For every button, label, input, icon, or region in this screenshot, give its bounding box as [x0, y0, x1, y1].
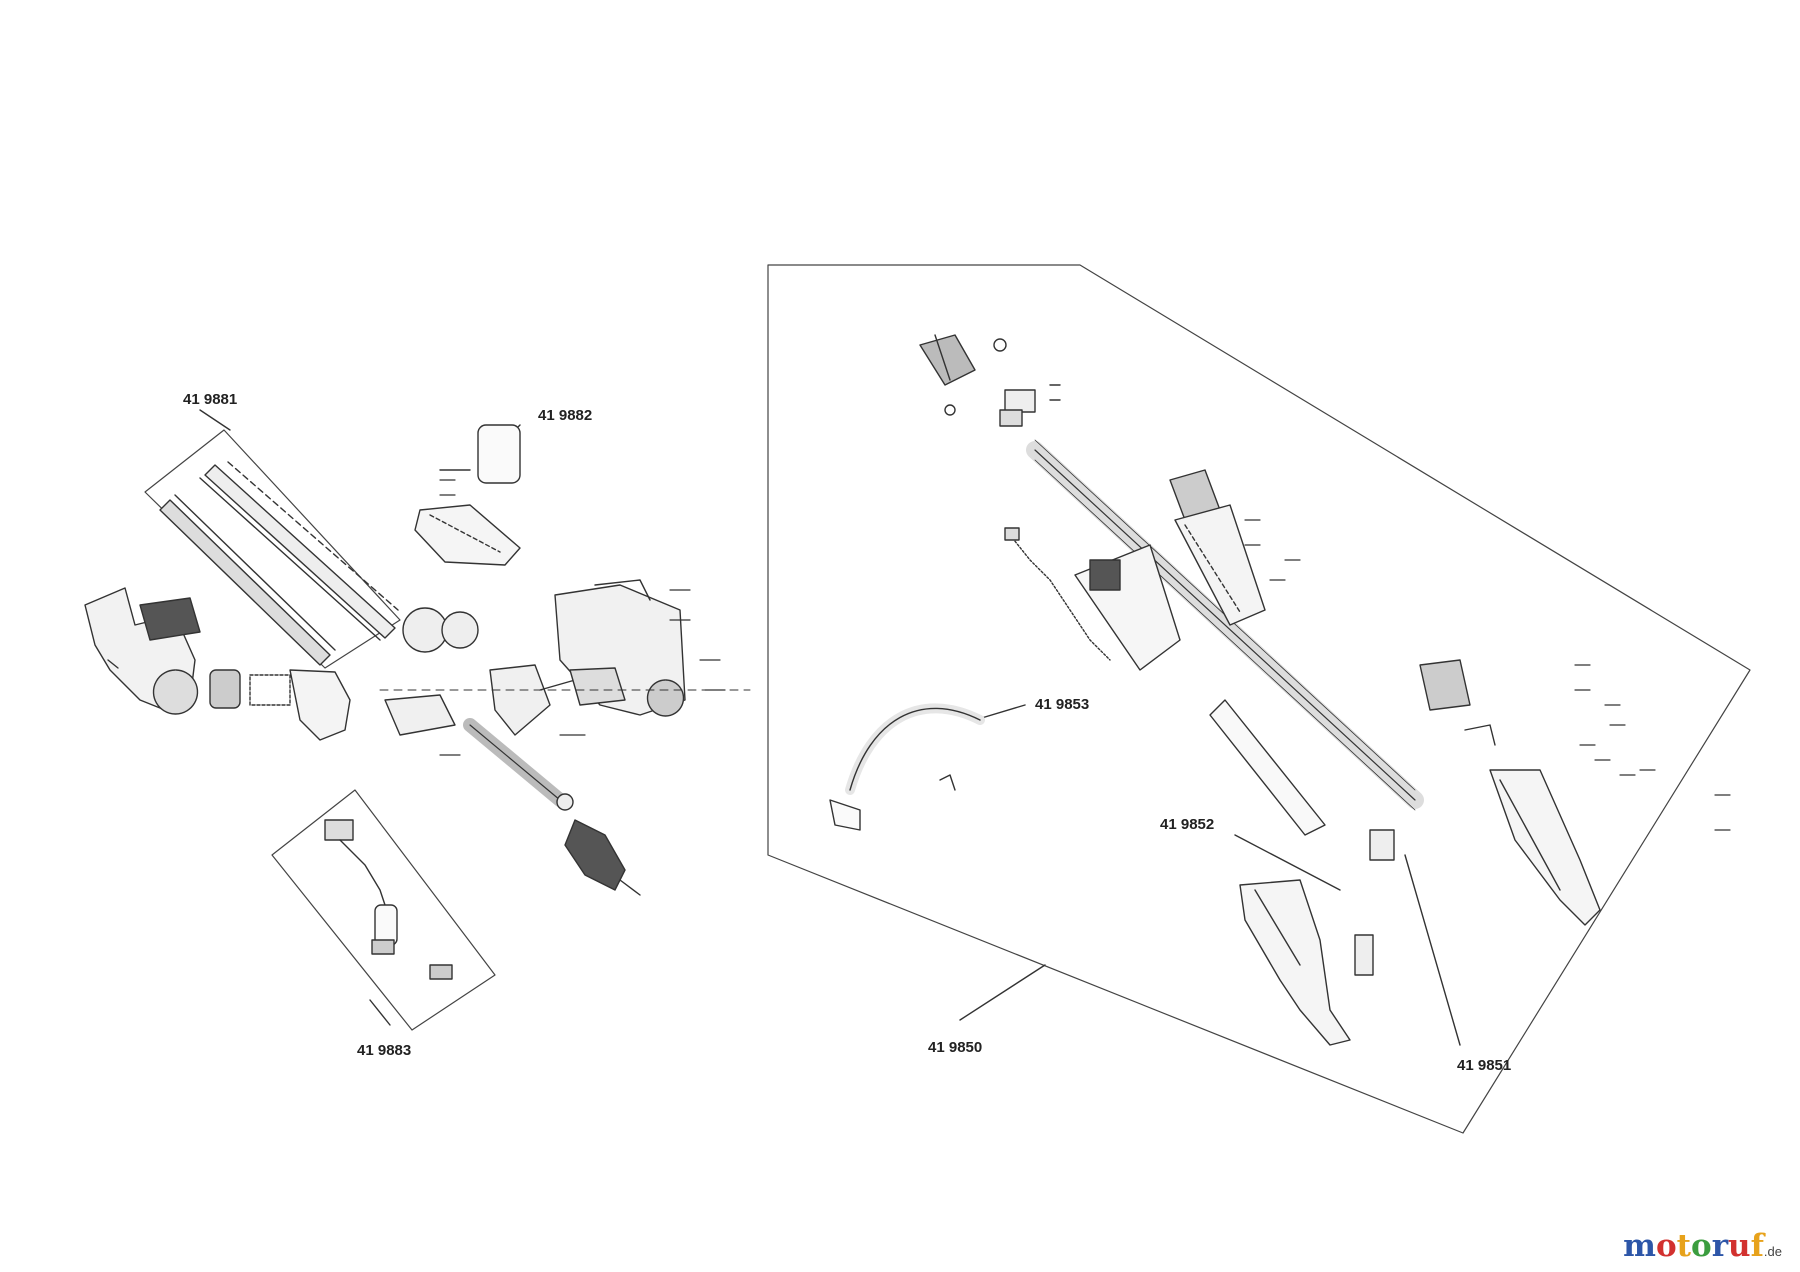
- connector-tube: [1074, 544, 1181, 671]
- sleeve-tube: [1209, 699, 1326, 836]
- cable-cord: [1004, 527, 1111, 661]
- handle-housing: [84, 587, 201, 715]
- watermark-letter: o: [1655, 1228, 1677, 1264]
- label-419853: 41 9853: [1035, 696, 1089, 713]
- screws-right: [1244, 519, 1731, 831]
- gearbox-housing: [414, 424, 521, 566]
- center-assembly: [379, 607, 751, 736]
- watermark-letter: f: [1750, 1228, 1764, 1264]
- small-parts-top: [944, 338, 1061, 427]
- watermark-letter: r: [1711, 1228, 1729, 1264]
- watermark-logo: motoruf.de: [1623, 1228, 1782, 1264]
- watermark-letter: t: [1676, 1228, 1691, 1264]
- watermark-letter: u: [1728, 1228, 1751, 1264]
- label-419850: 41 9850: [928, 1039, 982, 1056]
- hedge-blade: [159, 461, 399, 666]
- trigger-handle: [1239, 879, 1351, 1046]
- clip-parts: [1354, 659, 1496, 976]
- group-outline-419850: [767, 264, 1751, 1134]
- label-419851: 41 9851: [1457, 1057, 1511, 1074]
- extension-handle: [1174, 504, 1266, 626]
- drive-shaft: [463, 718, 574, 811]
- label-419883: 41 9883: [357, 1042, 411, 1059]
- screws-left: [439, 479, 726, 756]
- wiring-harness: [324, 819, 453, 980]
- group-outline-419883: [271, 789, 496, 1031]
- grip-knob: [919, 334, 1221, 521]
- watermark-letter: m: [1623, 1228, 1656, 1264]
- label-419881: 41 9881: [183, 391, 237, 408]
- handle-shell: [1489, 769, 1601, 926]
- shoulder-strap: [829, 703, 985, 831]
- watermark-suffix: .de: [1763, 1244, 1782, 1259]
- telescopic-pole: [1026, 439, 1424, 811]
- gear-coupling: [209, 669, 351, 741]
- motor-unit: [564, 819, 641, 896]
- watermark-letter: o: [1691, 1228, 1712, 1264]
- label-419852: 41 9852: [1160, 816, 1214, 833]
- label-419882: 41 9882: [538, 407, 592, 424]
